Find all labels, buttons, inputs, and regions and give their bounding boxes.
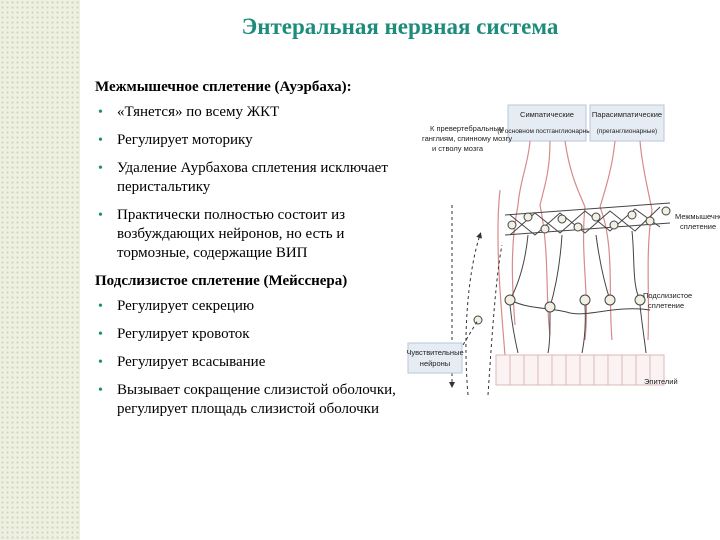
bullet-item: «Тянется» по всему ЖКТ: [95, 103, 405, 122]
bullet-item: Регулирует всасывание: [95, 353, 405, 372]
myenteric-bullet-list: «Тянется» по всему ЖКТ Регулирует мотори…: [95, 103, 405, 263]
prevertebral-label-line2: ганглиям, спинному мозгу: [422, 134, 512, 143]
bullet-item: Вызывает сокращение слизистой оболочки, …: [95, 381, 405, 419]
prevertebral-label-line1: К превертебральным: [430, 124, 504, 133]
bullet-item: Практически полностью состоит из возбужд…: [95, 206, 405, 263]
sensory-neurons-box: [407, 342, 463, 374]
sensory-neurons-label-line1: Чувствительные: [406, 348, 463, 357]
epithelium-layer: [495, 354, 665, 386]
submucosal-plexus-label-line1: Подслизистое: [643, 291, 692, 300]
myenteric-plexus-label-line1: Межмышечное: [675, 212, 720, 221]
parasympathetic-sublabel: (преганглионарные): [597, 128, 657, 135]
bullet-item: Удаление Аурбахова сплетения исключает п…: [95, 159, 405, 197]
section-heading-myenteric: Межмышечное сплетение (Ауэрбаха):: [95, 79, 352, 95]
bullet-item: Регулирует секрецию: [95, 297, 405, 316]
sympathetic-sublabel: (в основном постганглионарные): [497, 128, 596, 135]
myenteric-plexus-label-line2: сплетение: [680, 222, 716, 231]
enteric-nervous-system-diagram: Симпатические (в основном постганглионар…: [406, 104, 720, 396]
bullet-item: Регулирует кровоток: [95, 325, 405, 344]
submucosal-plexus: [473, 230, 651, 354]
slide-title: Энтеральная нервная система: [241, 14, 559, 39]
submucosal-bullet-list: Регулирует секрецию Регулирует кровоток …: [95, 297, 405, 419]
text-block: Межмышечное сплетение (Ауэрбаха): «Тянет…: [95, 78, 405, 428]
bullet-item: Регулирует моторику: [95, 131, 405, 150]
prevertebral-label-line3: и стволу мозга: [432, 144, 484, 153]
extrinsic-nerve-fibers: [497, 140, 653, 356]
submucosal-plexus-label-line2: сплетение: [648, 301, 684, 310]
myenteric-plexus: [504, 202, 671, 236]
sympathetic-box: [507, 104, 587, 142]
section-heading-submucosal: Подслизистое сплетение (Мейсснера): [95, 273, 348, 289]
sympathetic-label: Симпатические: [520, 110, 574, 119]
parasympathetic-label: Парасимпатические: [592, 110, 662, 119]
epithelium-label: Эпителий: [644, 377, 678, 386]
sensory-neurons-label-line2: нейроны: [420, 359, 450, 368]
decorative-side-strip: [0, 0, 80, 540]
parasympathetic-box: [589, 104, 665, 142]
